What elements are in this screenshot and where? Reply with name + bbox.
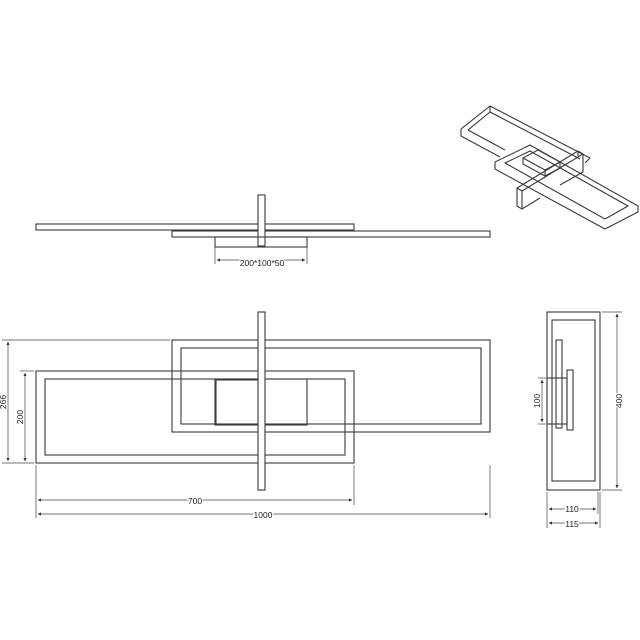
height-frame-label: 200 bbox=[15, 410, 25, 424]
side-box-label: 100 bbox=[532, 394, 542, 408]
plan-view: 266 200 700 1000 bbox=[0, 311, 491, 521]
front-elevation-view: 200*100*50 bbox=[35, 194, 491, 269]
box-size-label: 200*100*50 bbox=[240, 258, 285, 268]
side-view: 100 400 110 115 bbox=[531, 311, 625, 530]
side-height-label: 400 bbox=[614, 394, 624, 408]
isometric-view bbox=[460, 105, 639, 230]
side-depth-inner-label: 110 bbox=[565, 504, 579, 514]
width-inner-label: 700 bbox=[188, 496, 202, 506]
width-total-label: 1000 bbox=[254, 510, 273, 520]
height-total-label: 266 bbox=[0, 395, 8, 409]
side-depth-outer-label: 115 bbox=[565, 519, 579, 529]
